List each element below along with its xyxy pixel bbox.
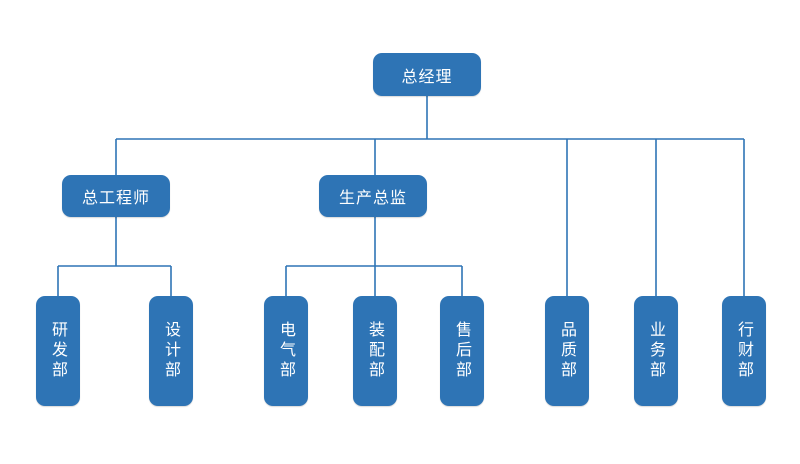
node-quality-dept: 品质部 [545,296,589,406]
node-ceo: 总经理 [373,53,481,96]
node-finance-dept: 行财部 [722,296,766,406]
node-assembly-dept: 装配部 [353,296,397,406]
node-after-sales-dept: 售后部 [440,296,484,406]
node-production-director: 生产总监 [319,175,427,217]
node-chief-engineer: 总工程师 [62,175,170,217]
node-business-dept: 业务部 [634,296,678,406]
node-electrical-dept: 电气部 [264,296,308,406]
node-rd-dept: 研发部 [36,296,80,406]
node-design-dept: 设计部 [149,296,193,406]
